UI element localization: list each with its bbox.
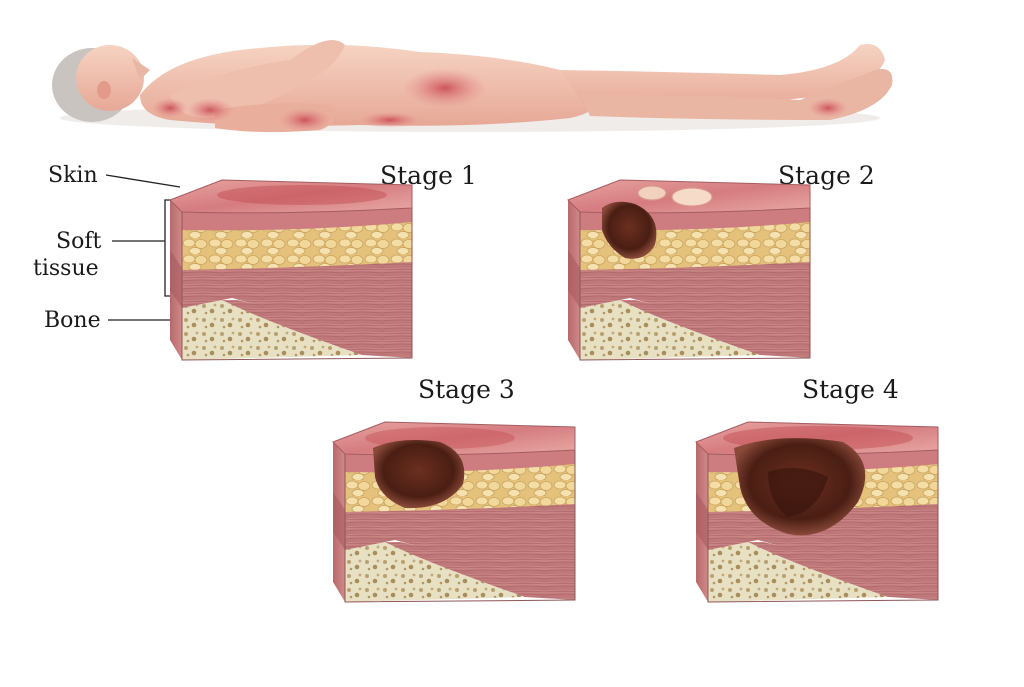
pressure-area-hip: [403, 68, 487, 108]
legs-illustration: [560, 44, 885, 112]
stage-3-title: Stage 3: [418, 375, 515, 404]
stage-2-blister-2: [671, 187, 713, 207]
stage-4-title: Stage 4: [802, 375, 899, 404]
label-skin: Skin: [48, 163, 98, 188]
pressure-area-shoulder: [186, 98, 234, 122]
stage-4-panel: Stage 4: [695, 375, 939, 603]
pressure-area-back: [152, 98, 188, 118]
stage-1-panel: Stage 1: [169, 161, 477, 361]
stage-2-panel: Stage 2: [567, 161, 875, 361]
stage-1-redness: [217, 185, 387, 205]
stage-2-wound: [602, 201, 657, 259]
patient-figure: [52, 40, 893, 133]
head-illustration: [52, 45, 150, 122]
anatomy-labels: Skin Soft tissue Bone: [33, 163, 205, 333]
label-soft-tissue-line1: Soft: [56, 229, 101, 254]
leader-skin: [105, 174, 181, 188]
stage-3-wound: [373, 440, 465, 509]
stage-3-panel: Stage 3: [332, 375, 576, 603]
pressure-area-heel: [808, 98, 848, 118]
pressure-area-sacrum: [360, 112, 420, 128]
label-bone: Bone: [44, 308, 101, 333]
stage-2-blister-1: [637, 185, 667, 201]
label-soft-tissue-line2: tissue: [33, 256, 99, 281]
pressure-area-elbow: [279, 108, 331, 132]
